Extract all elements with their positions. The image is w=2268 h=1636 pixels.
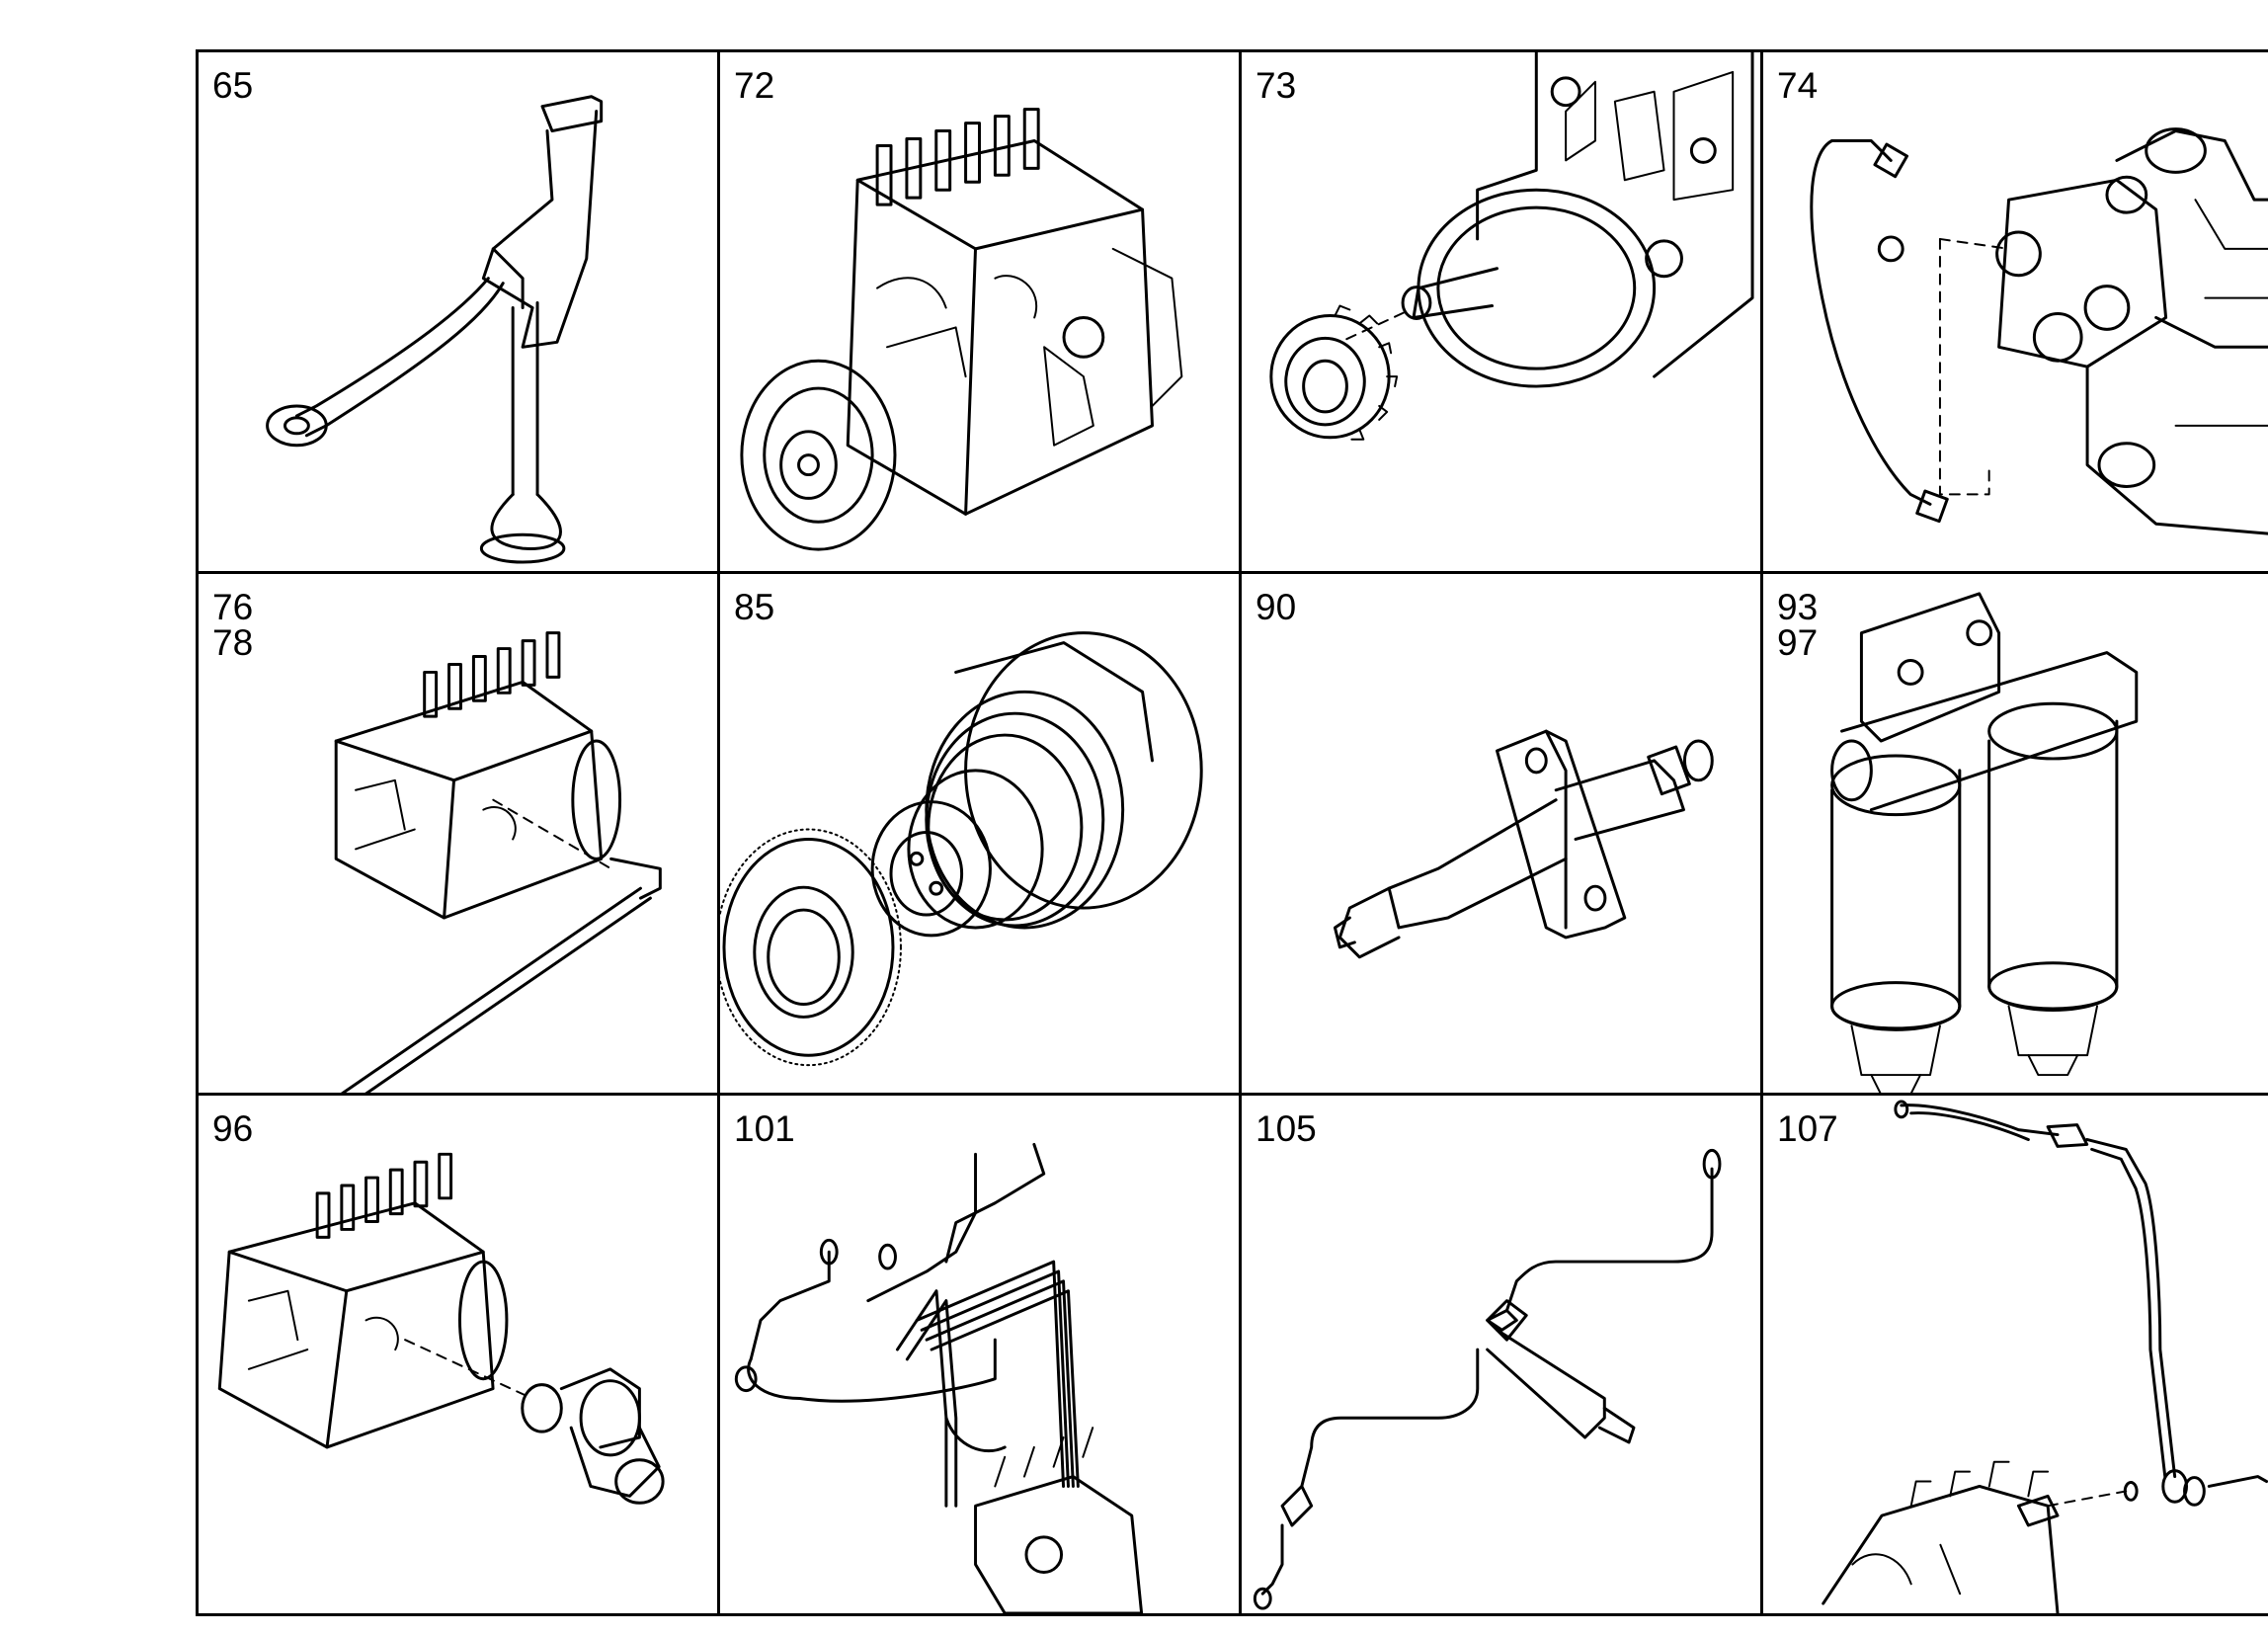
part-cell-105[interactable]: 105 bbox=[1239, 1093, 1760, 1616]
part-number-label: 93 97 bbox=[1777, 587, 1819, 663]
pump-with-pipe-icon bbox=[334, 631, 662, 1093]
part-number-label: 74 bbox=[1777, 65, 1819, 106]
part-cell-76-78[interactable]: 76 78 bbox=[196, 571, 717, 1093]
part-number-label: 85 bbox=[734, 587, 775, 627]
pump-drive-gear-icon bbox=[1269, 52, 1754, 441]
dipstick-guide-tube-icon bbox=[266, 95, 604, 564]
part-number-label: 107 bbox=[1777, 1108, 1838, 1149]
twin-fuel-filter-icon bbox=[1830, 592, 2139, 1093]
part-number-label: 90 bbox=[1256, 587, 1297, 627]
pump-return-line-icon bbox=[1822, 1100, 2268, 1613]
part-number-label: 105 bbox=[1256, 1108, 1317, 1149]
injector-leak-line-icon bbox=[1253, 1148, 1722, 1610]
part-number-label: 73 bbox=[1256, 65, 1297, 106]
part-cell-73[interactable]: 73 bbox=[1239, 49, 1760, 571]
part-cell-90[interactable]: 90 bbox=[1239, 571, 1760, 1093]
injection-pump-icon bbox=[740, 108, 1183, 551]
part-cell-101[interactable]: 101 bbox=[717, 1093, 1239, 1616]
pump-pipe-connection-icon bbox=[1810, 127, 2268, 535]
part-number-label: 72 bbox=[734, 65, 775, 106]
injector-nozzle-icon bbox=[1333, 729, 1714, 959]
part-cell-74[interactable]: 74 bbox=[1760, 49, 2268, 571]
part-cell-96[interactable]: 96 bbox=[196, 1093, 717, 1616]
part-cell-85[interactable]: 85 bbox=[717, 571, 1239, 1093]
part-cell-107[interactable]: 107 bbox=[1760, 1093, 2268, 1616]
part-cell-93-97[interactable]: 93 97 bbox=[1760, 571, 2268, 1093]
drive-flange-gear-icon bbox=[720, 631, 1203, 1067]
part-cell-65[interactable]: 65 bbox=[196, 49, 717, 571]
pump-banjo-fitting-icon bbox=[217, 1152, 665, 1505]
part-number-label: 96 bbox=[212, 1108, 254, 1149]
part-number-label: 76 78 bbox=[212, 587, 254, 663]
part-number-label: 65 bbox=[212, 65, 254, 106]
part-cell-72[interactable]: 72 bbox=[717, 49, 1239, 571]
parts-grid: 65 72 bbox=[196, 49, 2268, 1616]
injection-lines-icon bbox=[734, 1142, 1144, 1613]
part-number-label: 101 bbox=[734, 1108, 795, 1149]
